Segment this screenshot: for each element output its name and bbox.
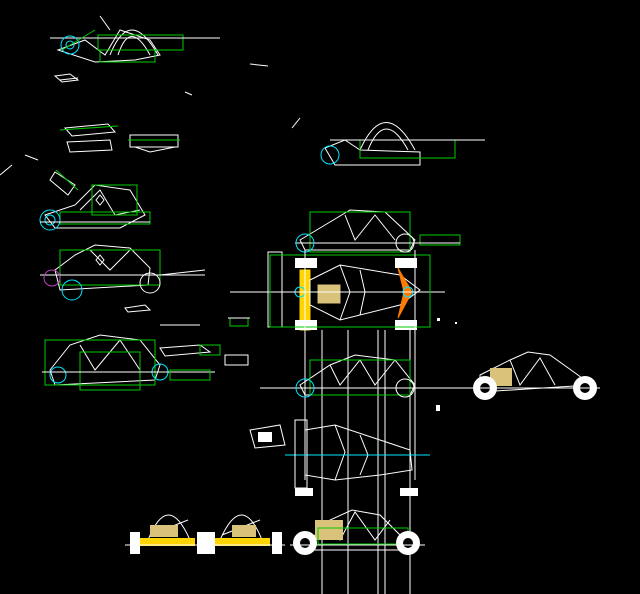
left-side-view-3 xyxy=(40,244,206,301)
center-side-view xyxy=(295,209,461,253)
top-left-side-view xyxy=(50,15,269,96)
upper-right-cage-view xyxy=(291,117,485,166)
bottom-side-view xyxy=(290,509,425,555)
lower-chassis-top-view xyxy=(249,419,430,496)
right-buggy-side-view xyxy=(465,351,600,400)
tiny-marks xyxy=(436,318,457,411)
bottom-front-view-2 xyxy=(200,514,285,554)
left-side-view-4 xyxy=(42,334,215,391)
bottom-front-view-1 xyxy=(125,514,210,554)
middle-left-parts xyxy=(124,304,250,366)
left-side-view-2 xyxy=(39,184,151,231)
left-part-details xyxy=(0,123,180,196)
